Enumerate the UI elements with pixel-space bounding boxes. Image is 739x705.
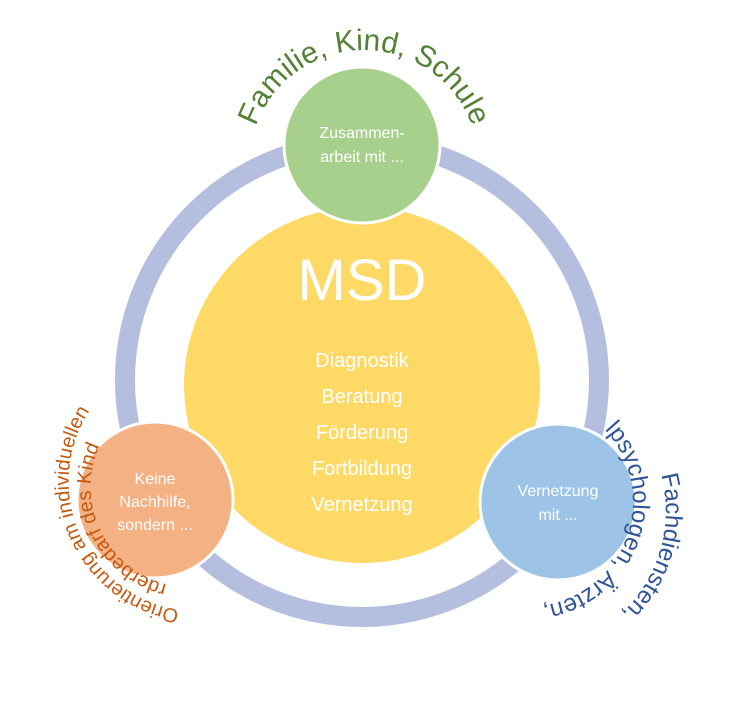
- center-circle: [184, 207, 540, 563]
- node-circle: [282, 65, 442, 225]
- node-line: Nachhilfe,: [119, 494, 190, 511]
- node-family-collaboration: Zusammen- arbeit mit ...: [282, 65, 442, 225]
- node-no-tutoring: Keine Nachhilfe, sondern ...: [75, 420, 235, 580]
- center-item-list: Diagnostik Beratung Förderung Fortbildun…: [311, 350, 412, 516]
- node-line: Keine: [135, 471, 176, 488]
- node-line: mit ...: [538, 507, 577, 524]
- center-item: Vernetzung: [311, 494, 412, 516]
- center-item: Diagnostik: [315, 350, 409, 372]
- node-networking: Vernetzung mit ...: [478, 422, 638, 582]
- center-title: MSD: [298, 248, 427, 313]
- node-line: Vernetzung: [518, 483, 599, 500]
- center-item: Beratung: [321, 386, 402, 408]
- node-circle: [75, 420, 235, 580]
- node-line: sondern ...: [117, 517, 193, 534]
- node-line: arbeit mit ...: [320, 149, 404, 166]
- node-circle: [478, 422, 638, 582]
- center-item: Förderung: [316, 422, 408, 444]
- center-item: Fortbildung: [312, 458, 412, 480]
- node-line: Zusammen-: [319, 125, 404, 142]
